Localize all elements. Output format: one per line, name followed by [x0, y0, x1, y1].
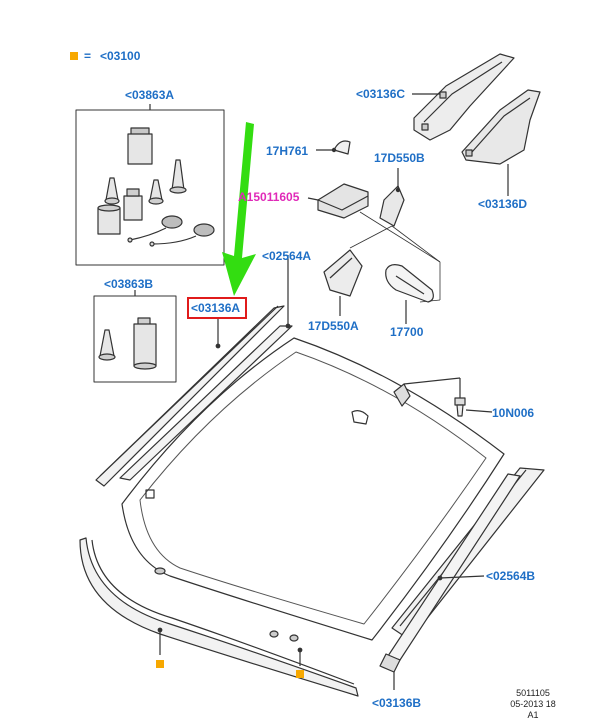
label-molding-a[interactable]: <03136A: [191, 301, 241, 315]
rear-view-mirror: [385, 264, 434, 324]
label-kit-b[interactable]: <03863B: [104, 277, 154, 291]
label-pillar-b[interactable]: <02564B: [486, 569, 536, 583]
label-molding-b[interactable]: <03136B: [372, 696, 422, 710]
kit-a-contents: [97, 127, 215, 247]
label-molding-d[interactable]: <03136D: [478, 197, 528, 211]
reference-line3: A1: [527, 710, 539, 720]
label-bracket[interactable]: 17H761: [266, 144, 309, 158]
label-clip[interactable]: 10N006: [492, 406, 535, 420]
lower-molding: [79, 537, 359, 697]
label-kit-a[interactable]: <03863A: [125, 88, 175, 102]
legend-equals: =: [84, 49, 92, 63]
legend-code: <03100: [100, 49, 141, 63]
label-molding-c[interactable]: <03136C: [356, 87, 406, 101]
legend-marker: [70, 52, 78, 60]
marker-square-left: [156, 660, 164, 668]
mirror-cover-c: [412, 53, 515, 141]
label-pillar-a[interactable]: <02564A: [262, 249, 312, 263]
reference-line2: 05-2013 18: [510, 699, 556, 709]
label-cover-a[interactable]: 17D550A: [308, 319, 359, 333]
highlight-box: [187, 297, 247, 319]
reference-line1: 5011105: [516, 688, 550, 698]
reference-block: 5011105 05-2013 18 A1: [498, 688, 568, 721]
label-sensor[interactable]: A15011605: [238, 190, 300, 204]
marker-square-right: [296, 670, 304, 678]
kit-a-box: [75, 109, 225, 266]
clip-part: [454, 397, 493, 417]
left-pillar-molding: [95, 262, 293, 487]
windshield-glass: [121, 337, 505, 642]
down-arrow-icon: [222, 122, 256, 296]
kit-b-contents: [98, 317, 157, 370]
rain-sensor: [307, 183, 369, 219]
label-mirror[interactable]: 17700: [390, 325, 424, 339]
mirror-cover-d: [461, 89, 541, 196]
right-pillar-molding: [379, 467, 545, 690]
label-cover-b[interactable]: 17D550B: [374, 151, 425, 165]
